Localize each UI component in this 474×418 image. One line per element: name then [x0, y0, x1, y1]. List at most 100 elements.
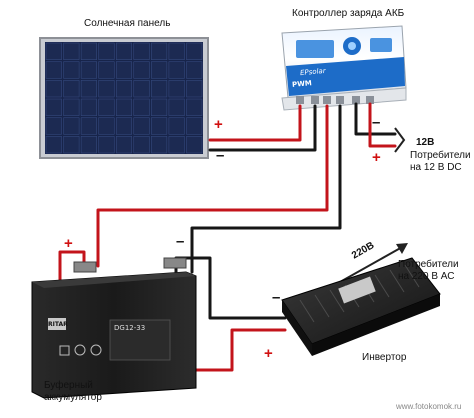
solar-cell — [186, 117, 203, 135]
solar-cell — [45, 80, 62, 98]
solar-cell — [186, 136, 203, 154]
solar-cell — [133, 42, 150, 60]
wire-battery-plus — [96, 104, 329, 268]
solar-cell — [151, 80, 168, 98]
inverter-fin — [299, 299, 315, 323]
inverter-fin — [374, 274, 390, 298]
solar-cell — [80, 136, 97, 154]
load12-line2: на 12 В DC — [410, 162, 462, 173]
load220-line2: на 220 В АС — [398, 271, 455, 282]
solar-cell — [98, 136, 115, 154]
watermark: www.fotokomok.ru — [396, 402, 462, 411]
controller-terminal — [311, 96, 319, 104]
load220-line1: Потребители — [398, 259, 459, 270]
solar-cell — [115, 80, 133, 98]
inverter-fin — [389, 269, 405, 293]
inverter-fin — [329, 289, 345, 313]
wire-load12-plus — [368, 102, 397, 148]
inverter-label-plate — [338, 276, 376, 304]
solar-cell — [45, 117, 62, 135]
wire-battery-minus — [190, 104, 342, 274]
solar-cell — [63, 61, 80, 79]
controller-display — [296, 40, 334, 58]
solar-cell — [133, 136, 150, 154]
battery-terminal-minus — [163, 257, 187, 269]
solar-cell — [63, 98, 80, 116]
inverter-plus-sign: + — [264, 345, 273, 362]
controller-terminal — [296, 96, 304, 104]
solar-cell — [168, 80, 185, 98]
solar-cell — [98, 98, 115, 116]
solar-cell — [98, 61, 115, 79]
solar-cell — [45, 136, 62, 154]
solar-cell — [80, 80, 97, 98]
solar-cell — [45, 61, 62, 79]
wire-load12-minus — [354, 102, 397, 136]
solar-cell — [186, 98, 203, 116]
solar-cell — [80, 42, 97, 60]
battery-brand-text: RITAR — [48, 321, 68, 328]
solar-panel-label: Солнечная панель — [84, 18, 171, 29]
solar-cell — [168, 42, 185, 60]
panel-minus-sign: – — [216, 147, 225, 164]
solar-cell — [63, 117, 80, 135]
solar-cell — [115, 61, 133, 79]
solar-cell — [80, 61, 97, 79]
inverter — [281, 257, 441, 356]
solar-cell — [151, 61, 168, 79]
panel-plus-sign: + — [214, 116, 223, 133]
solar-cell — [186, 80, 203, 98]
solar-cell — [151, 136, 168, 154]
solar-cell — [168, 98, 185, 116]
controller-model-text: PWM — [291, 79, 313, 89]
solar-cell — [115, 42, 133, 60]
wire-panel-minus — [208, 104, 317, 152]
solar-cell — [63, 136, 80, 154]
solar-cell — [80, 117, 97, 135]
load12-plus-sign: + — [372, 149, 381, 166]
solar-cell — [168, 61, 185, 79]
controller-terminal — [366, 96, 374, 104]
controller-terminal — [352, 96, 360, 104]
battery-plus-sign: + — [64, 235, 73, 252]
solar-cells — [45, 42, 203, 154]
battery-label-line2: аккумулятор — [44, 392, 102, 403]
load12-line1: Потребители — [410, 150, 471, 161]
battery — [31, 257, 197, 399]
inverter-minus-sign: – — [272, 289, 281, 306]
controller-label: Контроллер заряда АКБ — [292, 8, 405, 19]
controller-terminals — [296, 96, 374, 104]
load220-arrow-icon — [339, 243, 408, 283]
solar-cell — [151, 42, 168, 60]
solar-cell — [168, 117, 185, 135]
battery-minus-sign: – — [176, 233, 185, 250]
solar-cell — [115, 98, 133, 116]
solar-cell — [133, 61, 150, 79]
solar-cell — [133, 117, 150, 135]
solar-cell — [98, 42, 115, 60]
battery-label-line1: Буферный — [44, 380, 93, 391]
solar-cell — [115, 136, 133, 154]
battery-brand-badge — [48, 318, 66, 330]
controller-terminal — [336, 96, 344, 104]
solar-cell — [98, 117, 115, 135]
inverter-fin — [314, 294, 330, 318]
solar-cell — [63, 42, 80, 60]
solar-cell — [151, 117, 168, 135]
solar-cell — [186, 42, 203, 60]
solar-cell — [133, 80, 150, 98]
load12-voltage-label: 12В — [416, 137, 435, 148]
charge-controller — [281, 25, 407, 111]
load12-minus-sign: – — [372, 114, 381, 131]
inverter-label: Инвертор — [362, 352, 407, 363]
solar-panel — [39, 37, 209, 159]
controller-terminal — [323, 96, 331, 104]
solar-cell — [80, 98, 97, 116]
solar-cell — [186, 61, 203, 79]
battery-warning-icons — [59, 344, 102, 356]
solar-cell — [45, 42, 62, 60]
solar-cell — [168, 136, 185, 154]
solar-cell — [115, 117, 133, 135]
